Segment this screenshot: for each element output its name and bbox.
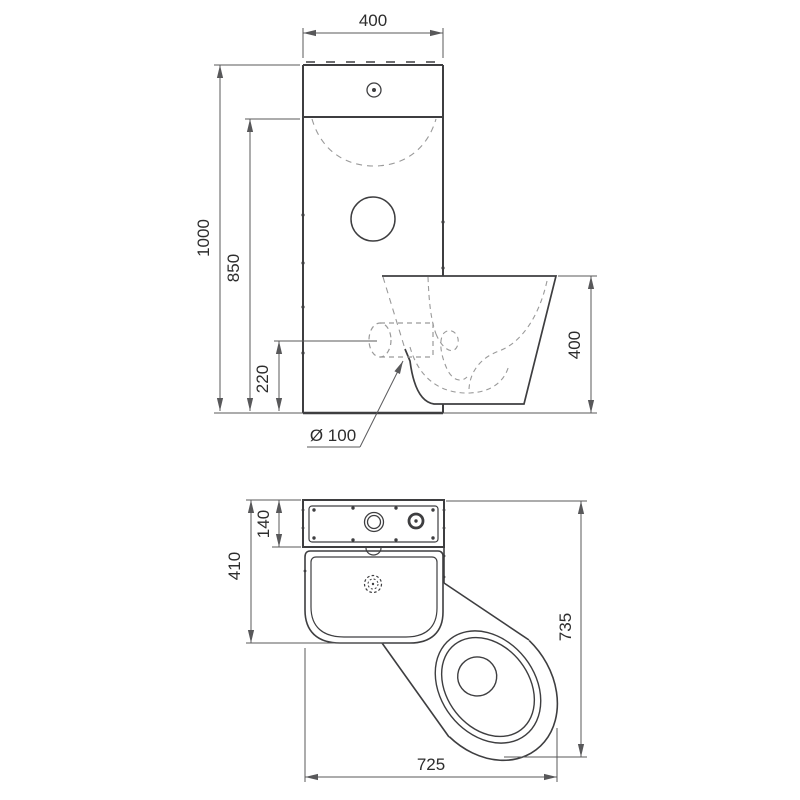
dim-plan-basin-depth: 410: [225, 500, 383, 644]
callout-label: Ø 100: [310, 426, 356, 445]
dim-plan-overall-depth: 735: [446, 500, 587, 758]
dim-plan-overall-width: 725: [304, 648, 558, 782]
panel-screw-dots: [312, 506, 435, 542]
bowl-ellipses: [434, 630, 559, 762]
flush-button-front: [350, 196, 396, 242]
dim-label: 850: [224, 254, 243, 282]
dimensions-plan: 140 410 735 725: [225, 499, 587, 782]
basin-plan: [304, 547, 444, 644]
tap-symbol-plan: [363, 511, 385, 533]
footprint-tangent-lower: [381, 642, 450, 738]
tap-outlet-icon: [366, 82, 382, 98]
deck-panel: [308, 505, 439, 543]
deck-plan: [301, 499, 446, 579]
dim-label: 220: [253, 365, 272, 393]
basin-hidden-outline: [311, 118, 437, 167]
plan-view: 140 410 735 725: [225, 499, 587, 782]
front-view: 400 1000 850 220 400: [194, 11, 597, 448]
wc-pan-side: [382, 275, 558, 405]
dim-front-wc-height: 400: [558, 275, 597, 413]
basin-rim-inner: [310, 556, 438, 638]
wc-pan-outline: [382, 275, 558, 405]
fixing-dots-front: [301, 213, 445, 355]
washbasin-column: [302, 61, 444, 415]
wc-bowl-back-hidden: [468, 280, 548, 390]
dim-front-basin-height: 850: [224, 118, 300, 411]
waste-pipe-end: [368, 322, 392, 358]
push-button-plan: [407, 512, 425, 530]
wc-bowl-front-hidden: [427, 276, 437, 335]
drain-strainer: [363, 574, 383, 594]
dimensions-front: 400 1000 850 220 400: [194, 11, 597, 448]
basin-rim-outer: [304, 550, 444, 644]
dim-label: 400: [359, 11, 387, 30]
dim-label: 735: [556, 613, 575, 641]
wc-bowl-bottom-hidden: [409, 346, 510, 394]
dim-label: 140: [254, 510, 273, 538]
wc-hidden-left-edge: [382, 276, 406, 350]
dim-front-top-width: 400: [302, 11, 444, 58]
footprint-arc: [448, 639, 559, 762]
waste-pipe: [368, 322, 434, 358]
bowl-rim-outer: [434, 630, 542, 744]
dim-label: 1000: [194, 219, 213, 257]
dim-label: 400: [565, 331, 584, 359]
wc-bowl-plan: [381, 547, 559, 762]
footprint-tangent-upper: [443, 582, 530, 641]
dim-plan-deck-depth: 140: [246, 499, 301, 548]
tap-symbol-front: [366, 82, 382, 98]
dim-label: 725: [417, 755, 445, 774]
tap-center-dot: [372, 88, 376, 92]
dim-label: 410: [225, 552, 244, 580]
wc-trap-hidden: [435, 330, 468, 381]
overflow-notch: [365, 547, 382, 556]
dim-front-outlet-height: 220: [253, 340, 377, 411]
bowl-outlet: [456, 656, 498, 697]
deck-outline: [302, 499, 445, 548]
bowl-rim-inner: [440, 636, 536, 738]
callout-outlet-diameter: Ø 100: [307, 360, 404, 448]
dim-front-overall-height: 1000: [194, 64, 300, 411]
